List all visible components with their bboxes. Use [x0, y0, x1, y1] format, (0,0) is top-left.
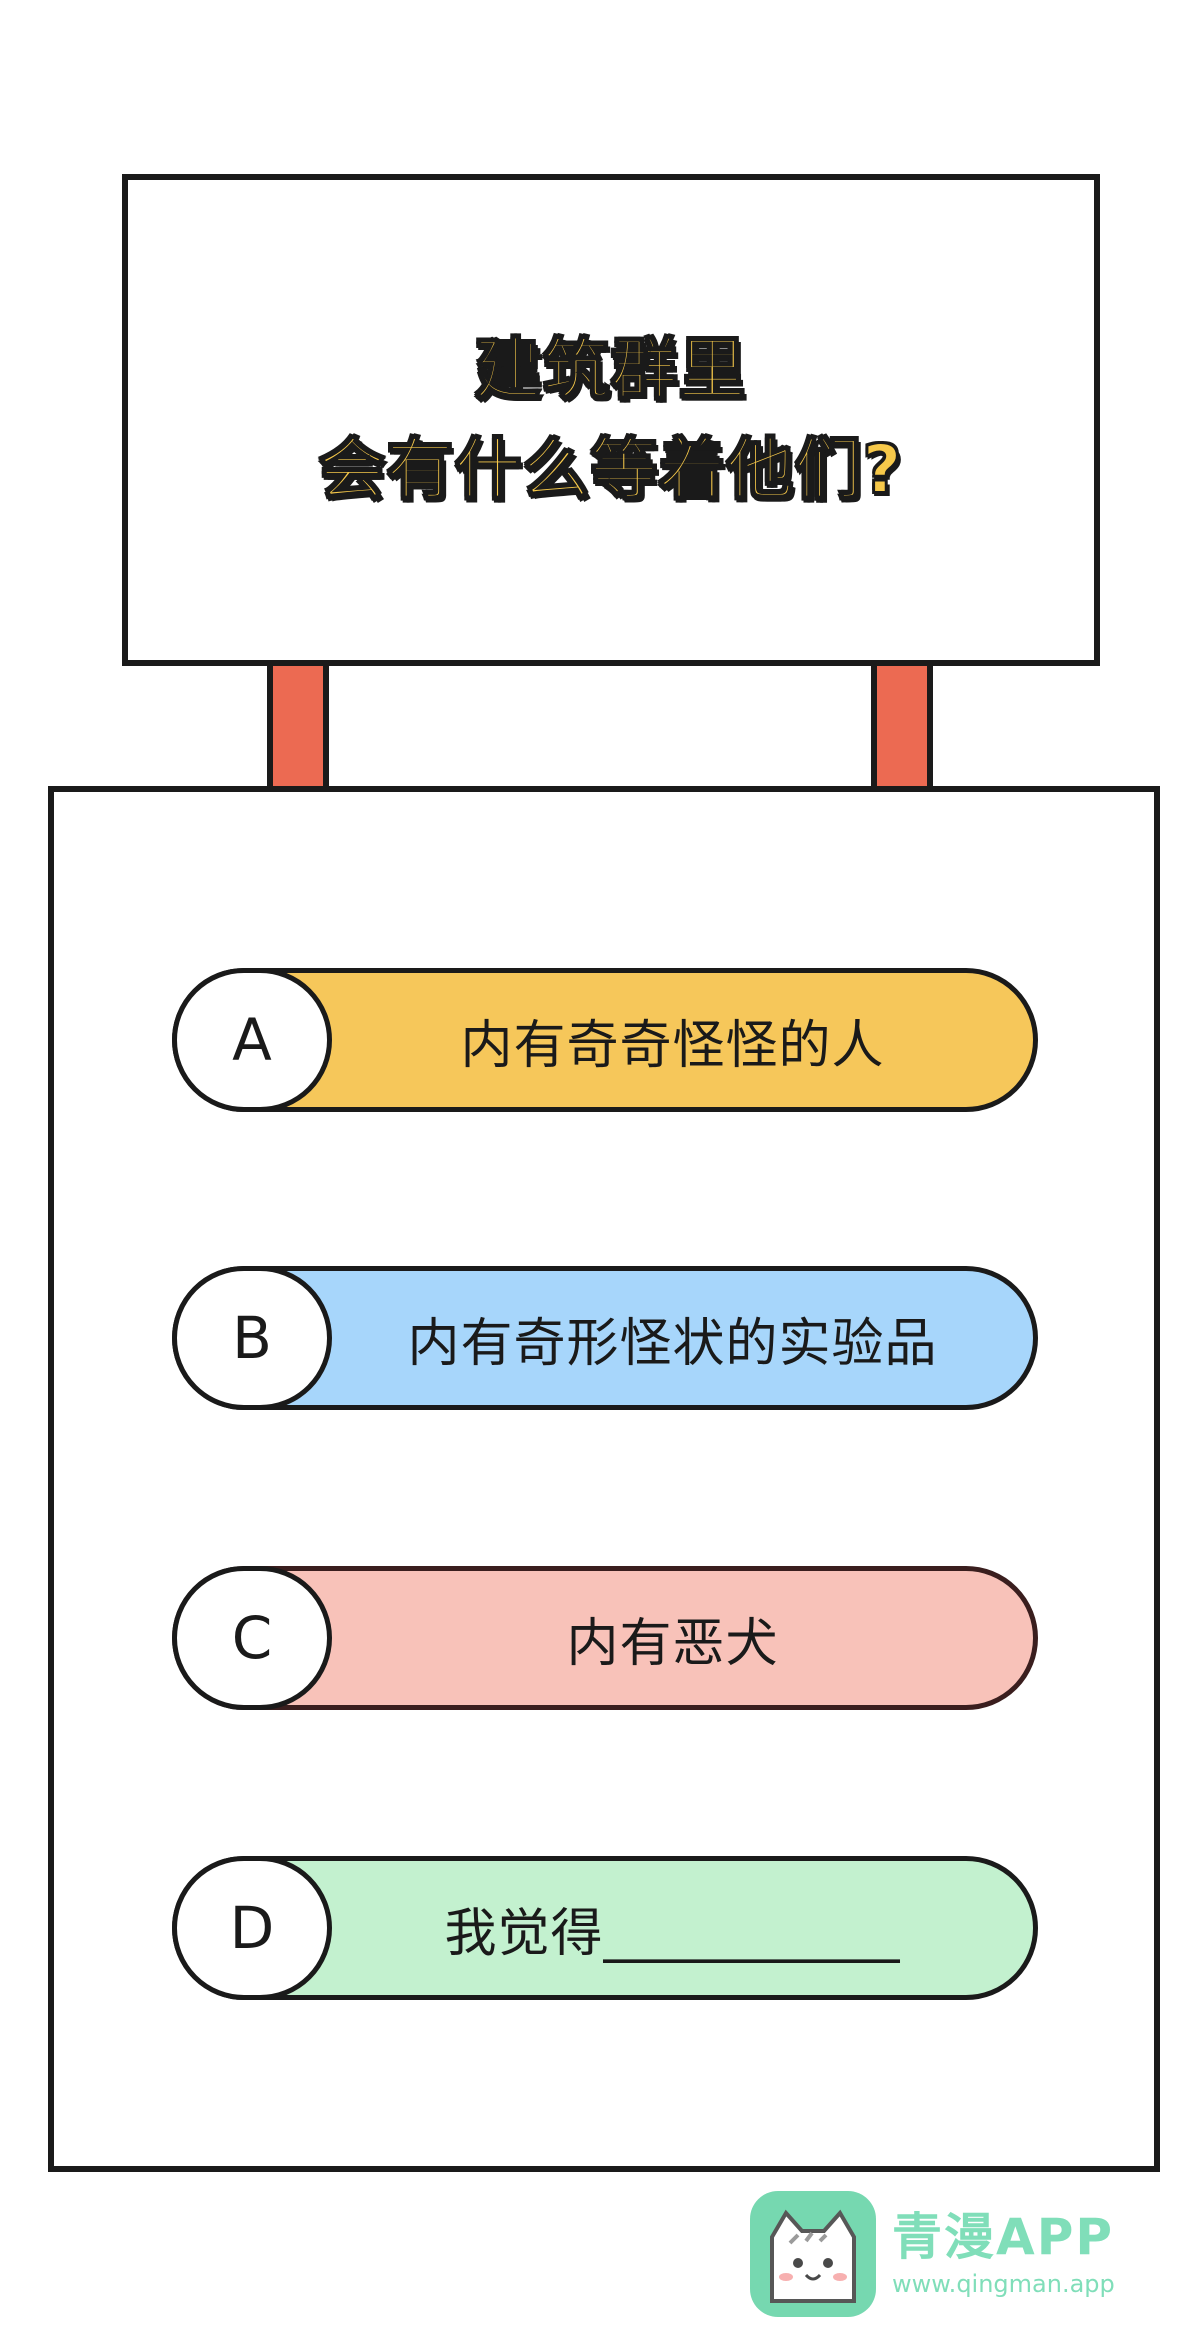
sign-post-right — [871, 666, 933, 790]
question-title-line-1: 建筑群里 — [474, 330, 747, 409]
option-b-letter: B — [172, 1266, 332, 1410]
question-title-line-2: 会有什么等着他们? — [318, 430, 904, 509]
cat-face-icon — [750, 2191, 876, 2317]
question-sign: 建筑群里 会有什么等着他们? — [122, 174, 1100, 666]
option-b-text: 内有奇形怪状的实验品 — [407, 1313, 938, 1374]
option-c-text: 内有恶犬 — [566, 1613, 779, 1674]
sign-post-left — [267, 666, 329, 790]
option-d[interactable]: D 我觉得___________ — [172, 1856, 1038, 2000]
watermark-title: 青漫APP — [892, 2208, 1114, 2266]
option-c[interactable]: C 内有恶犬 — [172, 1566, 1038, 1710]
option-a-text: 内有奇奇怪怪的人 — [460, 1015, 885, 1076]
option-d-letter: D — [172, 1856, 332, 2000]
watermark-url: www.qingman.app — [892, 2270, 1115, 2298]
option-c-letter: C — [172, 1566, 332, 1710]
option-b[interactable]: B 内有奇形怪状的实验品 — [172, 1266, 1038, 1410]
option-a-letter: A — [172, 968, 332, 1112]
option-a[interactable]: A 内有奇奇怪怪的人 — [172, 968, 1038, 1112]
watermark: 青漫APP www.qingman.app — [750, 2184, 1170, 2324]
option-d-text: 我觉得___________ — [444, 1903, 901, 1964]
